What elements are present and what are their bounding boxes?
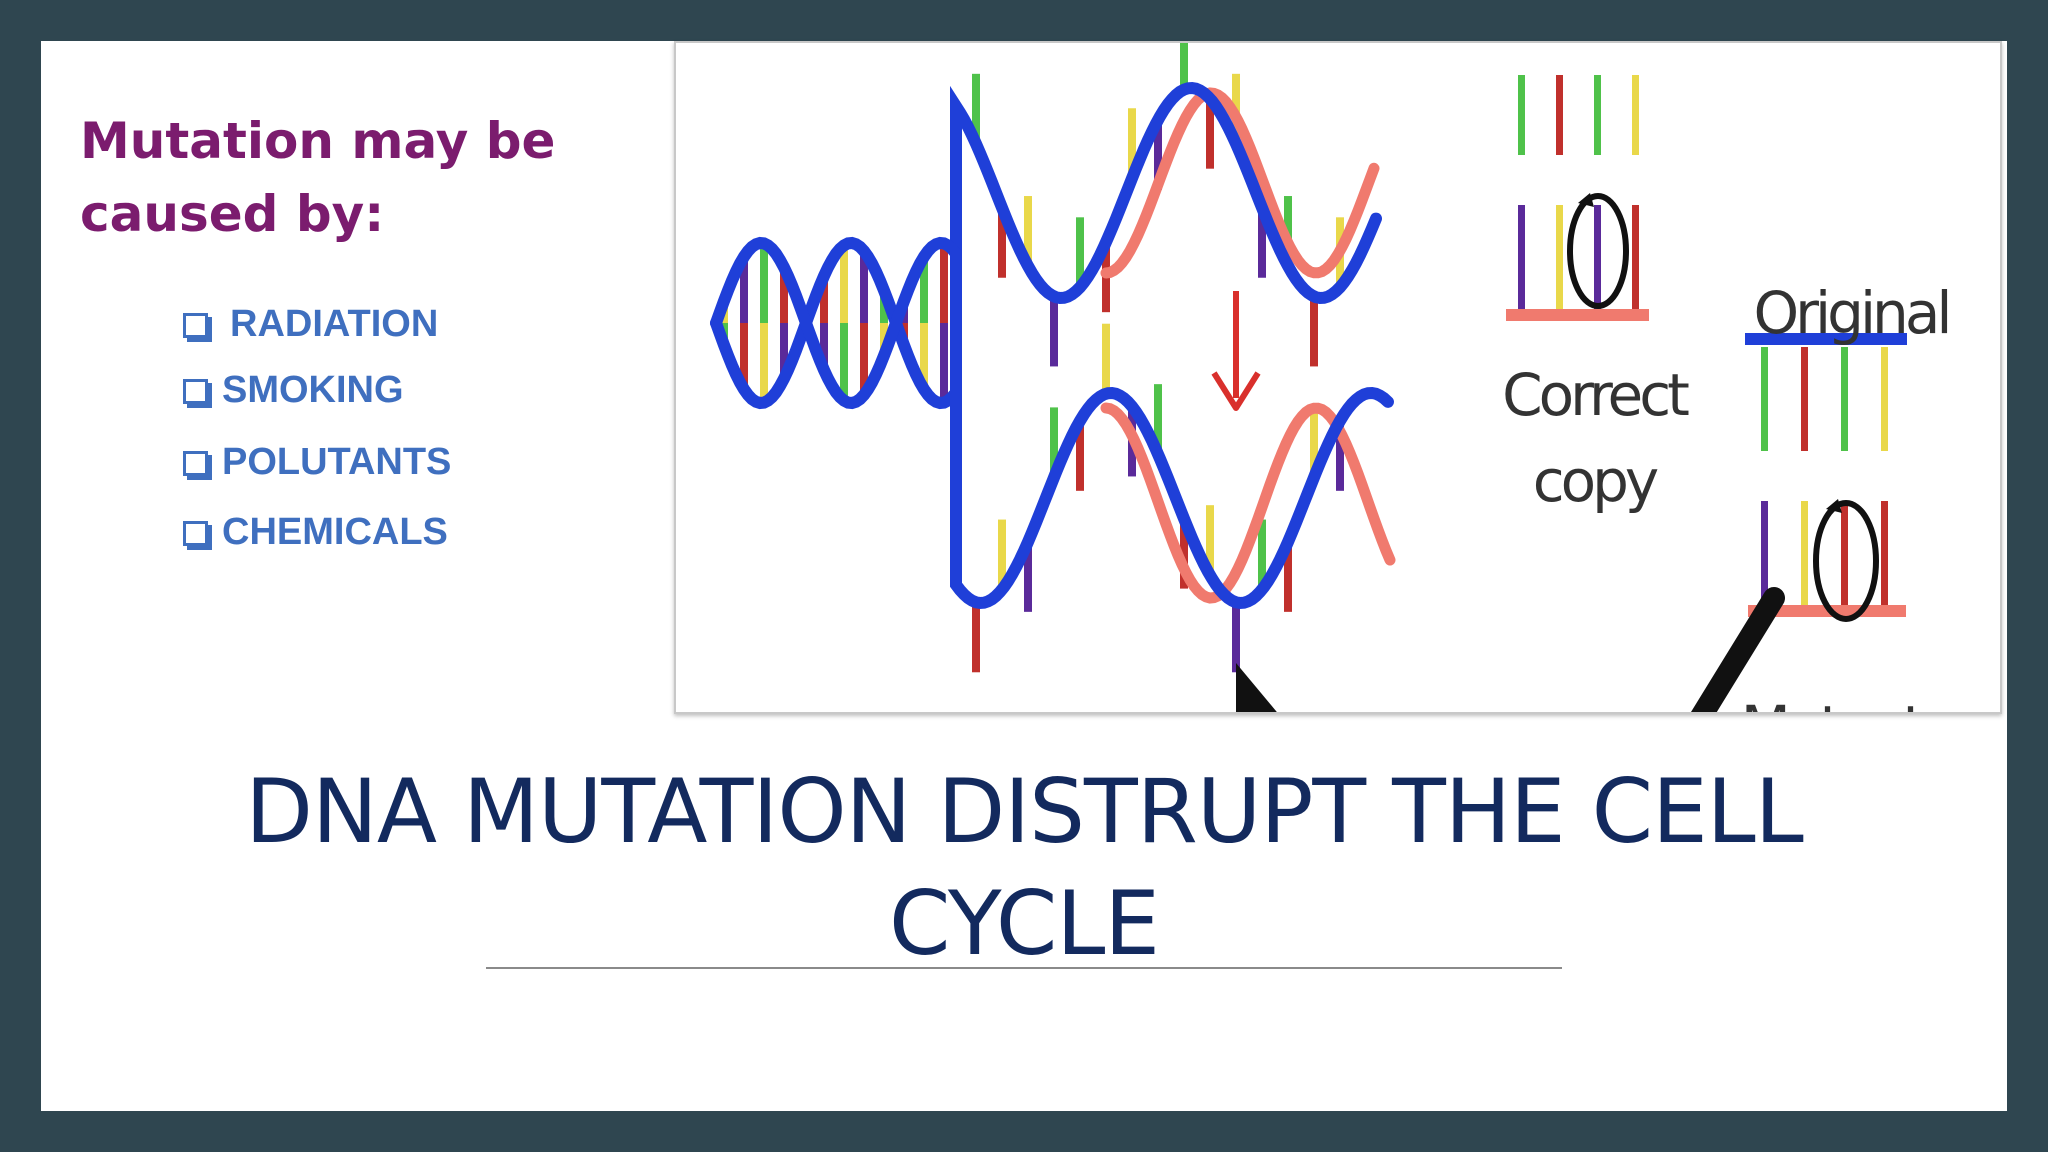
dna-base xyxy=(1284,541,1292,612)
dna-strand-blue-bottom xyxy=(710,236,1394,610)
dna-strand-blue-top xyxy=(710,81,1382,410)
dna-base xyxy=(1258,207,1266,278)
dna-base xyxy=(780,323,788,379)
dna-base xyxy=(780,267,788,323)
dna-base xyxy=(760,323,768,403)
copy-label: copy xyxy=(1533,447,1658,515)
cause-item: POLUTANTS xyxy=(183,441,451,484)
dna-base xyxy=(1076,217,1084,288)
cause-label: POLUTANTS xyxy=(222,441,452,483)
dna-base xyxy=(820,275,828,323)
checkbox-bullet-icon xyxy=(183,451,208,476)
dna-base xyxy=(860,323,868,395)
dna-base xyxy=(940,323,948,403)
dna-base xyxy=(1154,384,1162,455)
slide: Mutation may be caused by: RADIATION SMO… xyxy=(41,41,2007,1111)
dna-base xyxy=(1076,420,1084,491)
original-mutant-illustration xyxy=(1745,333,1907,622)
slide-title-line-1: DNA MUTATION DISTRUPT THE CELL xyxy=(245,760,1803,863)
dna-base xyxy=(1180,43,1188,90)
dna-base xyxy=(1206,98,1214,169)
dna-base xyxy=(972,73,980,144)
cause-label: RADIATION xyxy=(230,303,439,345)
dna-base xyxy=(740,323,748,390)
correct-label: Correct xyxy=(1502,361,1689,429)
dna-base xyxy=(940,243,948,323)
dna-base xyxy=(840,245,848,323)
checkbox-bullet-icon xyxy=(183,379,208,404)
dna-strand-pink-bottom xyxy=(1100,402,1396,604)
dna-base xyxy=(1232,602,1240,673)
dna-base xyxy=(820,323,828,371)
dna-base xyxy=(760,243,768,323)
dna-base xyxy=(1180,518,1188,589)
dna-base xyxy=(1310,296,1318,367)
dna-strand-pink-top xyxy=(1100,87,1380,279)
dna-base xyxy=(998,519,1006,590)
intro-line-2: caused by: xyxy=(80,185,385,243)
dna-base xyxy=(1050,296,1058,367)
dna-base xyxy=(1310,407,1318,478)
intro-heading: Mutation may be caused by: xyxy=(80,105,680,251)
dna-base xyxy=(1206,505,1214,576)
cause-label: CHEMICALS xyxy=(222,511,448,553)
dna-base xyxy=(1154,119,1162,190)
dna-base xyxy=(920,323,928,390)
mutant-label: Mutant xyxy=(1741,693,1925,714)
checkbox-bullet-icon xyxy=(183,313,208,338)
magnifier-icon xyxy=(1236,587,1785,712)
dna-base xyxy=(1024,541,1032,612)
cause-item: SMOKING xyxy=(183,369,404,412)
dna-base xyxy=(860,251,868,323)
title-underline xyxy=(486,967,1562,969)
intro-line-1: Mutation may be xyxy=(80,112,556,170)
arrow-down-icon xyxy=(1211,291,1261,411)
dna-base xyxy=(1128,108,1136,179)
dna-base xyxy=(740,256,748,323)
cause-label: SMOKING xyxy=(222,369,404,411)
original-label: Original xyxy=(1754,279,1949,347)
dna-base xyxy=(840,323,848,401)
dna-base xyxy=(1258,519,1266,590)
dna-base xyxy=(972,602,980,673)
dna-base xyxy=(998,207,1006,278)
dna-base xyxy=(1336,420,1344,491)
dna-base xyxy=(1050,407,1058,478)
dna-replication-figure: Original Correct copy Mutant xyxy=(674,41,2002,714)
slide-title-line-2: CYCLE xyxy=(889,872,1160,975)
slide-title: DNA MUTATION DISTRUPT THE CELL CYCLE xyxy=(41,756,2007,980)
cause-item: RADIATION xyxy=(183,303,438,346)
dna-diagram: Original Correct copy Mutant xyxy=(710,43,1952,714)
dna-base xyxy=(1102,323,1110,394)
correct-copy-illustration xyxy=(1506,75,1649,321)
checkbox-bullet-icon xyxy=(183,521,208,546)
dna-base xyxy=(920,256,928,323)
cause-item: CHEMICALS xyxy=(183,511,448,554)
dna-base xyxy=(1024,196,1032,267)
